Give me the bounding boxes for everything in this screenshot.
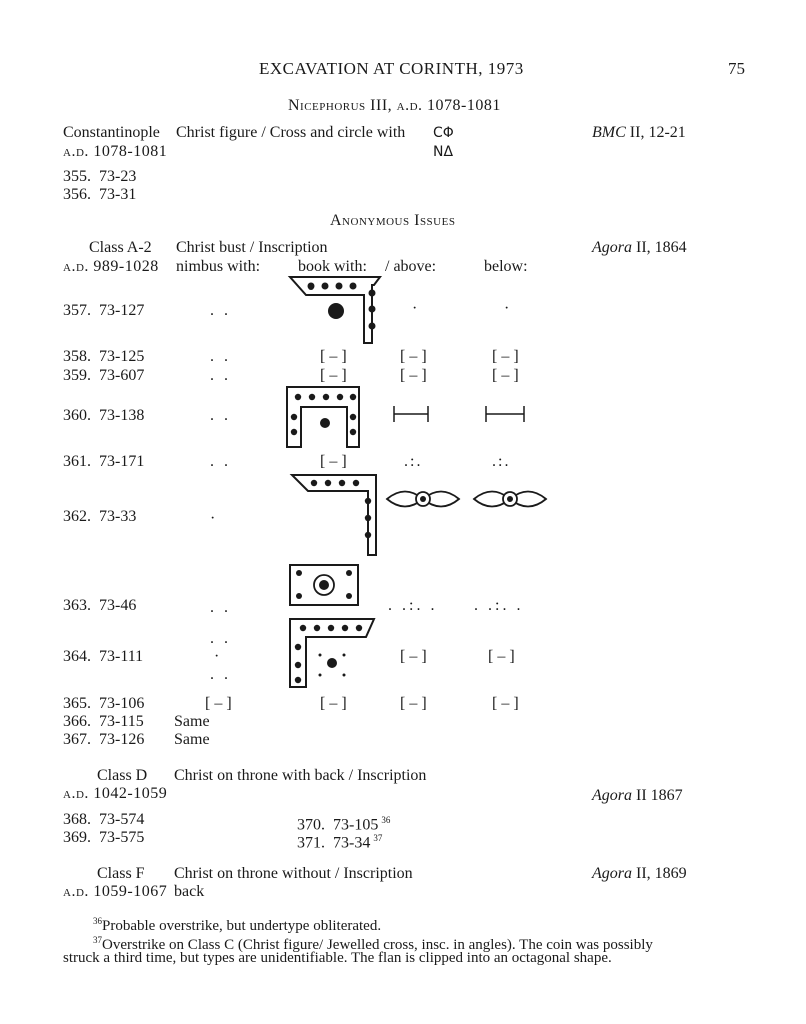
below-ornament-362 <box>472 490 548 508</box>
below-bracket-358: [ – ] <box>492 348 519 365</box>
entry-357: 357. 73-127 <box>63 302 145 319</box>
entry-363: 363. 73-46 <box>63 597 137 614</box>
class-f-label: Class F <box>97 865 145 882</box>
class-f-date: a.d. 1059-1067 <box>63 883 168 900</box>
nimbus-dots-363: . . <box>210 599 231 616</box>
below-bracket-365: [ – ] <box>492 695 519 712</box>
book-bracket-359: [ – ] <box>320 367 347 384</box>
nimbus-dots-364-top: . . <box>210 630 231 647</box>
above-dots-361: .:. <box>404 453 423 470</box>
legend-bottom: NΔ <box>433 144 454 160</box>
book-bracket-365: [ – ] <box>320 695 347 712</box>
column-nimbus: nimbus with: <box>176 258 261 275</box>
entry-360: 360. 73-138 <box>63 407 145 424</box>
entry-358: 358. 73-125 <box>63 348 145 365</box>
book-symbol-364 <box>289 618 376 688</box>
reference-agora-1869: Agora II, 1869 <box>592 865 687 882</box>
column-book: book with: <box>298 258 367 275</box>
nimbus-dots-361: . . <box>210 453 231 470</box>
same-366: Same <box>174 713 210 730</box>
column-above: / above: <box>385 258 437 275</box>
entry-365: 365. 73-106 <box>63 695 145 712</box>
legend-top: CΦ <box>433 125 454 141</box>
nimbus-dots-357: . . <box>210 302 231 319</box>
book-symbol-363 <box>289 564 359 606</box>
class-d-types: Christ on throne with back / Inscription <box>174 767 427 784</box>
entry-356: 356. 73-31 <box>63 186 137 203</box>
nimbus-dot-362: · <box>210 510 216 527</box>
book-symbol-362 <box>289 474 377 556</box>
nimbus-dot-364-mid: · <box>214 648 220 665</box>
class-d-label: Class D <box>97 767 148 784</box>
page-number: 75 <box>728 59 745 78</box>
column-below: below: <box>484 258 528 275</box>
section-heading-anonymous: Anonymous Issues <box>330 212 456 229</box>
above-bar-360 <box>393 406 429 422</box>
class-a2-date: a.d. 989-1028 <box>63 258 159 275</box>
entry-368: 368. 73-574 <box>63 811 145 828</box>
nimbus-dots-359: . . <box>210 367 231 384</box>
below-bracket-359: [ – ] <box>492 367 519 384</box>
nimbus-dots-358: . . <box>210 348 231 365</box>
entry-364: 364. 73-111 <box>63 648 144 665</box>
same-367: Same <box>174 731 210 748</box>
class-d-date: a.d. 1042-1059 <box>63 785 168 802</box>
below-dots-361: .:. <box>492 453 511 470</box>
entry-359: 359. 73-607 <box>63 367 145 384</box>
footnote-ref-36: 36 <box>381 815 391 825</box>
above-bracket-358: [ – ] <box>400 348 427 365</box>
above-bracket-359: [ – ] <box>400 367 427 384</box>
above-bracket-364: [ – ] <box>400 648 427 665</box>
footnote-37-line2: struck a third time, but types are unide… <box>63 950 612 966</box>
nimbus-dots-360: . . <box>210 407 231 424</box>
reference-agora-1864: Agora II, 1864 <box>592 239 687 256</box>
book-symbol-360 <box>286 386 360 448</box>
entry-362: 362. 73-33 <box>63 508 137 525</box>
book-symbol-357 <box>287 276 382 344</box>
section-heading-nicephorus: Nicephorus III, a.d. 1078-1081 <box>288 97 501 114</box>
class-a2-types: Christ bust / Inscription <box>176 239 328 256</box>
above-dots-363: . .:. . <box>388 597 438 614</box>
below-dots-363: . .:. . <box>474 597 524 614</box>
below-bracket-364: [ – ] <box>488 648 515 665</box>
book-bracket-358: [ – ] <box>320 348 347 365</box>
reference-agora-1867: Agora II 1867 <box>592 787 683 804</box>
book-bracket-361: [ – ] <box>320 453 347 470</box>
nimbus-bracket-365: [ – ] <box>205 695 232 712</box>
above-bracket-365: [ – ] <box>400 695 427 712</box>
mint-name: Constantinople <box>63 124 160 141</box>
class-f-types: Christ on throne without / Inscription <box>174 865 413 882</box>
class-f-types-line2: back <box>174 883 205 900</box>
entry-366: 366. 73-115 <box>63 713 144 730</box>
footnote-37: 37Overstrike on Class C (Christ figure/ … <box>93 935 653 953</box>
above-ornament-362 <box>385 490 461 508</box>
class-a2-label: Class A-2 <box>89 239 152 256</box>
entry-355: 355. 73-23 <box>63 168 137 185</box>
mint-date: a.d. 1078-1081 <box>63 143 168 160</box>
types-description: Christ figure / Cross and circle with <box>176 124 406 141</box>
reference-bmc: BMC II, 12-21 <box>592 124 686 141</box>
footnote-36: 36Probable overstrike, but undertype obl… <box>93 916 382 934</box>
below-dot-357: · <box>504 300 510 317</box>
entry-361: 361. 73-171 <box>63 453 145 470</box>
running-title: EXCAVATION AT CORINTH, 1973 <box>259 59 524 78</box>
above-dot-357: · <box>412 300 418 317</box>
footnote-ref-37: 37 <box>373 833 383 843</box>
below-bar-360 <box>485 406 525 422</box>
nimbus-dots-364-bottom: . . <box>210 666 231 683</box>
entry-367: 367. 73-126 <box>63 731 145 748</box>
entry-369: 369. 73-575 <box>63 829 145 846</box>
